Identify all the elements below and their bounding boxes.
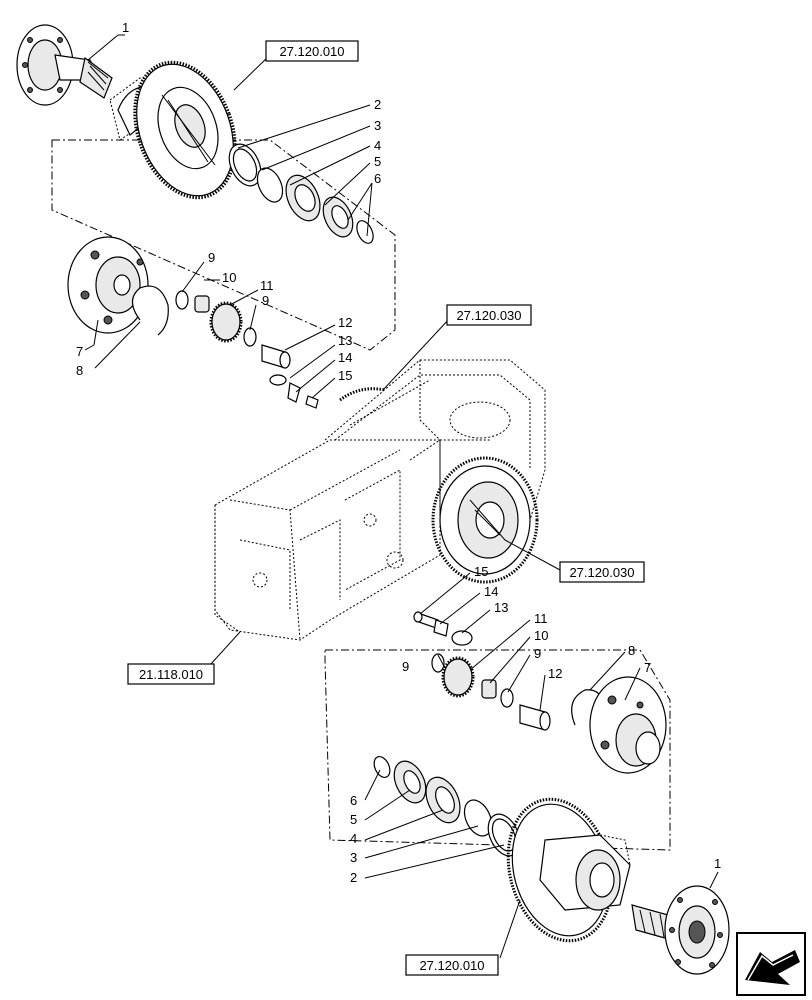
- snap-ring-8-upper: [131, 285, 169, 336]
- callout-7-upper: 7: [76, 344, 83, 359]
- axle-shaft-lower: [631, 885, 730, 975]
- leader-lines: [84, 34, 719, 959]
- needle-bearing-10-lower: [481, 679, 497, 699]
- callout-10-lower: 10: [534, 628, 548, 643]
- callout-12-upper: 12: [338, 315, 352, 330]
- pin-12-upper: [261, 344, 291, 369]
- callout-1-lower: 1: [714, 856, 721, 871]
- thrust-washer-9a-upper: [175, 290, 189, 310]
- callout-5-lower: 5: [350, 812, 357, 827]
- arrow-icon[interactable]: [736, 932, 806, 996]
- callout-4-lower: 4: [350, 831, 357, 846]
- planet-carrier-upper: [67, 236, 149, 334]
- bearing-5-upper: [322, 196, 354, 238]
- lower-assembly-boundary: [324, 649, 671, 851]
- transmission-case: [214, 439, 441, 641]
- ring-3-lower: [463, 799, 493, 837]
- pin-12-lower: [519, 704, 551, 731]
- callout-5-upper: 5: [374, 154, 381, 169]
- callout-11-lower: 11: [534, 611, 548, 626]
- callout-9b-upper: 9: [262, 293, 269, 308]
- callout-9a-lower: 9: [402, 659, 409, 674]
- callout-14-upper: 14: [338, 350, 352, 365]
- callout-8-lower: 8: [628, 643, 635, 658]
- planet-carrier-lower: [589, 676, 667, 774]
- reference-label-final-drive-lower: 27.120.010: [419, 958, 484, 973]
- lock-14-lower: [433, 619, 449, 637]
- ring-gear-housing: [431, 456, 539, 584]
- snap-ring-6-lower: [373, 756, 391, 778]
- thrust-washer-9b-upper: [243, 327, 257, 347]
- callout-11-upper: 11: [260, 278, 274, 293]
- needle-bearing-10-upper: [194, 295, 210, 313]
- final-drive-housing-lower: [506, 797, 631, 943]
- callout-10-upper: 10: [222, 270, 236, 285]
- callout-14-lower: 14: [484, 584, 498, 599]
- callout-4-upper: 4: [374, 138, 381, 153]
- callout-12-lower: 12: [548, 666, 562, 681]
- bearing-5-lower: [393, 760, 427, 804]
- callout-3-upper: 3: [374, 118, 381, 133]
- callout-15-lower: 15: [474, 564, 488, 579]
- reference-box-final-drive-upper[interactable]: 27.120.010: [265, 40, 359, 62]
- reference-label-transmission: 21.118.010: [139, 667, 203, 682]
- axle-shaft-upper: [16, 24, 113, 106]
- lock-14-upper: [287, 382, 301, 403]
- bolt-15-upper: [305, 395, 319, 409]
- reference-box-final-drive-lower[interactable]: 27.120.010: [405, 954, 499, 976]
- planet-gear-11-lower: [441, 656, 475, 698]
- callout-7-lower: 7: [644, 660, 651, 675]
- thrust-washer-9a-lower: [431, 653, 445, 673]
- callout-1-upper: 1: [122, 20, 129, 35]
- reference-label-axle-housing-lower: 27.120.030: [569, 565, 634, 580]
- callout-3-lower: 3: [350, 850, 357, 865]
- reference-label-axle-housing-upper: 27.120.030: [456, 308, 521, 323]
- callout-6-lower: 6: [350, 793, 357, 808]
- reference-box-axle-housing-upper[interactable]: 27.120.030: [446, 304, 532, 326]
- bearing-4-lower: [425, 776, 461, 824]
- final-drive-housing-upper: [109, 60, 237, 200]
- callout-2-lower: 2: [350, 870, 357, 885]
- reference-box-axle-housing-lower[interactable]: 27.120.030: [559, 561, 645, 583]
- snap-ring-6-upper: [356, 220, 374, 244]
- callout-8-upper: 8: [76, 363, 83, 378]
- reference-box-transmission[interactable]: 21.118.010: [127, 663, 215, 685]
- plate-13-upper: [269, 374, 287, 386]
- reference-label-final-drive-upper: 27.120.010: [279, 44, 344, 59]
- plate-13-lower: [451, 630, 473, 646]
- callout-9b-lower: 9: [534, 646, 541, 661]
- callout-6-upper: 6: [374, 171, 381, 186]
- snap-ring-2-upper: [228, 143, 262, 187]
- thrust-washer-9b-lower: [500, 688, 514, 708]
- ring-3-upper: [256, 167, 284, 203]
- bolt-15-lower: [413, 611, 439, 629]
- bearing-4-upper: [285, 174, 321, 222]
- snap-ring-2-lower: [487, 813, 521, 857]
- rear-axle-housing: [324, 359, 546, 521]
- callout-13-lower: 13: [494, 600, 508, 615]
- callout-13-upper: 13: [338, 333, 352, 348]
- callout-2-upper: 2: [374, 97, 381, 112]
- callout-9a-upper: 9: [208, 250, 215, 265]
- planet-gear-11-upper: [209, 301, 243, 343]
- upper-assembly-boundary: [51, 139, 396, 351]
- callout-15-upper: 15: [338, 368, 352, 383]
